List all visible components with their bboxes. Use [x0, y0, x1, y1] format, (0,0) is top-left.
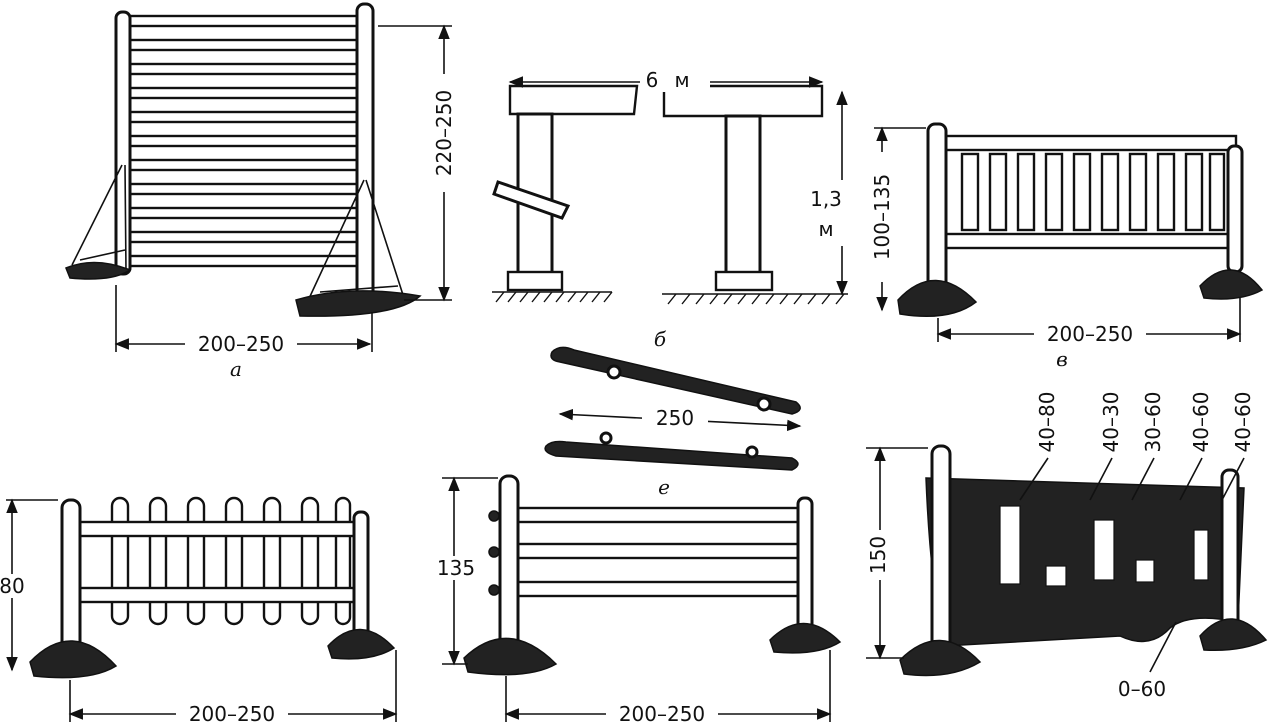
figure-v-left-post — [926, 122, 948, 296]
figure-a-left-brace — [65, 164, 132, 280]
figure-d-right-base — [769, 622, 842, 654]
figure-v-right-post — [1226, 144, 1244, 274]
figure-a-planks — [122, 14, 362, 268]
figure-b-height-value: 1,3 — [810, 187, 842, 211]
figure-b-height-unit: м — [818, 217, 833, 241]
figure-v-right-base — [1199, 269, 1264, 300]
figure-w-gap-label-2: 40–30 — [1099, 392, 1123, 453]
figure-a-caption: а — [230, 357, 242, 381]
figure-b-balance-beam: 6 м 1,3 м б — [492, 68, 862, 351]
figure-w-gap-label-1: 40–80 — [1035, 392, 1059, 453]
figure-d-right-post — [796, 496, 814, 638]
figure-d-height-label: 135 — [437, 556, 475, 580]
figure-d-left-base — [463, 637, 558, 676]
figure-b-right-post — [724, 114, 762, 276]
figure-d-rail-jump: 135 200–250 — [434, 474, 842, 726]
figure-w-gap-label-5: 40–60 — [1231, 392, 1255, 453]
figure-v-fence: 200–250 100–135 в — [870, 122, 1264, 371]
figure-g-left-post — [60, 498, 82, 666]
figure-b-length-unit: м — [674, 68, 689, 92]
figure-v-pickets — [960, 152, 1226, 232]
figure-e-logs: 250 е — [544, 346, 802, 499]
figure-a-right-post — [355, 2, 375, 306]
figure-e-log-bottom — [544, 440, 799, 471]
figure-d-left-post — [498, 474, 520, 658]
figure-a-right-brace — [295, 179, 422, 317]
figure-g-right-post — [352, 510, 370, 644]
figure-g-right-base — [327, 628, 396, 660]
figure-a-left-post — [114, 10, 132, 276]
figure-w-gap-labels: 40–80 40–30 30–60 40–60 40–60 — [1035, 392, 1255, 453]
figure-w-bottom-label: 0–60 — [1118, 677, 1166, 701]
figure-v-width-label: 200–250 — [1047, 322, 1133, 346]
figure-w-leader-lines — [1019, 457, 1245, 673]
figure-g-left-base — [29, 640, 118, 679]
figure-w-left-post — [930, 444, 952, 658]
figure-d-width-label: 200–250 — [619, 702, 705, 726]
figure-g-height-label: 80 — [0, 574, 25, 598]
figure-a-width-label: 200–250 — [198, 332, 284, 356]
figure-a-height-label: 220–250 — [432, 90, 456, 176]
figure-a-plank-wall: 200–250 220–250 а — [65, 2, 456, 381]
figure-v-left-base — [897, 279, 978, 318]
figure-w-hedge-wall: 150 40–80 40–30 30–60 40–60 40–60 0–60 — [866, 392, 1268, 701]
figure-e-caption: е — [658, 475, 670, 499]
figure-b-caption: б — [654, 327, 667, 351]
figure-w-gaps — [999, 505, 1209, 587]
figure-w-gap-label-4: 40–60 — [1189, 392, 1213, 453]
figure-b-ground-hatch — [495, 291, 845, 305]
figure-g-width-label: 200–250 — [189, 702, 275, 726]
figure-b-length-value: 6 — [646, 68, 659, 92]
figure-g-picket-fence: 80 200–250 — [0, 496, 398, 726]
figure-v-caption: в — [1056, 347, 1068, 371]
figure-g-pickets — [110, 496, 352, 626]
figure-b-beam-left — [508, 84, 639, 116]
figure-w-height-label: 150 — [866, 536, 890, 574]
figure-d-pegs — [488, 510, 500, 596]
figure-v-height-label: 100–135 — [870, 174, 894, 260]
figure-b-step-log — [492, 180, 571, 220]
figure-w-gap-label-3: 30–60 — [1141, 392, 1165, 453]
figure-e-length-label: 250 — [656, 406, 694, 430]
